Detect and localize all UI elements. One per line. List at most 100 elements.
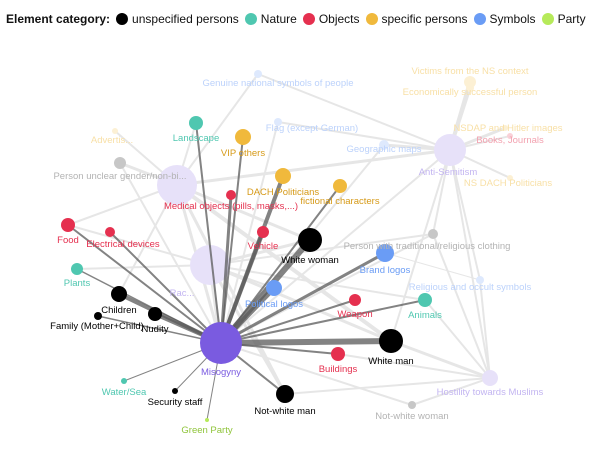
node-label-white-woman: White woman bbox=[281, 255, 339, 266]
edge-unlabeled-traditional bbox=[209, 233, 434, 266]
active-nodes bbox=[61, 116, 432, 422]
node-dach-politicians[interactable] bbox=[275, 168, 291, 184]
node-anti-semitism[interactable] bbox=[434, 134, 466, 166]
node-label-geographic-maps: Geographic maps bbox=[347, 144, 422, 155]
node-misogyny[interactable] bbox=[200, 322, 242, 364]
node-white-woman[interactable] bbox=[298, 228, 322, 252]
node-ns-dach[interactable] bbox=[507, 175, 513, 181]
node-water-sea[interactable] bbox=[121, 378, 127, 384]
node-books[interactable] bbox=[507, 133, 513, 139]
node-label-buildings: Buildings bbox=[319, 364, 358, 375]
node-nsdap[interactable] bbox=[502, 125, 508, 131]
legend-item-objects[interactable]: Objects bbox=[302, 12, 360, 26]
node-green-party[interactable] bbox=[205, 418, 209, 422]
legend-label: unspecified persons bbox=[132, 12, 239, 26]
legend-item-unspecified-persons[interactable]: unspecified persons bbox=[116, 12, 239, 26]
legend-item-party[interactable]: Party bbox=[541, 12, 586, 26]
edge-hostility-religious bbox=[479, 279, 491, 379]
node-vip-others[interactable] bbox=[235, 129, 251, 145]
edge-hostility-not-white-woman bbox=[411, 377, 491, 406]
legend-item-specific-persons[interactable]: specific persons bbox=[365, 12, 468, 26]
node-children[interactable] bbox=[111, 286, 127, 302]
node-geographic-maps[interactable] bbox=[379, 140, 389, 150]
node-label-electrical-devices: Electrical devices bbox=[86, 239, 160, 250]
node-label-green-party: Green Party bbox=[181, 425, 232, 436]
node-label-racism: Rac... bbox=[170, 288, 195, 299]
node-person-unclear[interactable] bbox=[114, 157, 126, 169]
edge-misogyny-landscape bbox=[195, 122, 222, 344]
edge-misogyny-not-white-woman bbox=[220, 342, 413, 406]
node-economically[interactable] bbox=[466, 84, 474, 92]
edge-religious-brand-logos bbox=[384, 252, 481, 281]
node-genuine-national[interactable] bbox=[254, 70, 262, 78]
node-not-white-man[interactable] bbox=[276, 385, 294, 403]
node-racism[interactable] bbox=[157, 165, 197, 205]
legend-swatch bbox=[302, 13, 315, 25]
legend-item-nature[interactable]: Nature bbox=[244, 12, 297, 26]
node-religious[interactable] bbox=[476, 276, 484, 284]
node-label-vip-others: VIP others bbox=[221, 148, 265, 159]
node-not-white-woman[interactable] bbox=[408, 401, 416, 409]
legend: Element category: unspecified persons Na… bbox=[6, 9, 592, 29]
edge-misogyny-brand-logos bbox=[219, 251, 387, 345]
edge-anti-semitism-white-man bbox=[390, 149, 451, 342]
node-traditional[interactable] bbox=[428, 229, 438, 239]
node-medical-objects[interactable] bbox=[226, 190, 236, 200]
node-label-not-white-woman: Not-white woman bbox=[375, 411, 448, 422]
node-political-logos[interactable] bbox=[266, 280, 282, 296]
node-flag[interactable] bbox=[274, 118, 282, 126]
node-label-anti-semitism: Anti-Semitism bbox=[419, 167, 478, 178]
node-family[interactable] bbox=[94, 312, 102, 320]
edge-hostility-traditional bbox=[432, 233, 491, 379]
node-buildings[interactable] bbox=[331, 347, 345, 361]
edge-racism-genuine-national bbox=[176, 73, 259, 186]
node-brand-logos[interactable] bbox=[376, 244, 394, 262]
edge-unlabeled-food bbox=[67, 224, 211, 266]
legend-swatch bbox=[244, 13, 257, 25]
node-landscape[interactable] bbox=[189, 116, 203, 130]
node-fictional-characters[interactable] bbox=[333, 179, 347, 193]
node-weapon[interactable] bbox=[349, 294, 361, 306]
legend-label: Symbols bbox=[489, 12, 536, 26]
node-white-man[interactable] bbox=[379, 329, 403, 353]
legend-title: Element category: bbox=[6, 12, 111, 26]
node-label-political-logos: Political logos bbox=[245, 299, 303, 310]
node-animals[interactable] bbox=[418, 293, 432, 307]
node-security-staff[interactable] bbox=[172, 388, 178, 394]
node-label-traditional: Person with traditional/religious clothi… bbox=[344, 241, 511, 252]
edge-anti-semitism-flag bbox=[277, 121, 451, 151]
edge-racism-children bbox=[118, 184, 178, 295]
edge-misogyny-plants bbox=[76, 268, 222, 344]
node-unlabeled[interactable] bbox=[190, 245, 230, 285]
node-victims[interactable] bbox=[464, 76, 476, 88]
edge-anti-semitism-religious bbox=[449, 149, 481, 281]
edge-misogyny-fictional-characters bbox=[220, 185, 341, 344]
node-food[interactable] bbox=[61, 218, 75, 232]
node-label-white-man: White man bbox=[368, 356, 413, 367]
node-label-food: Food bbox=[57, 235, 79, 246]
node-label-victims: Victims from the NS context bbox=[411, 66, 528, 77]
node-electrical-devices[interactable] bbox=[105, 227, 115, 237]
node-label-landscape: Landscape bbox=[173, 133, 219, 144]
node-vehicle[interactable] bbox=[257, 226, 269, 238]
node-label-not-white-man: Not-white man bbox=[254, 406, 315, 417]
legend-swatch bbox=[473, 13, 486, 25]
legend-swatch bbox=[365, 13, 378, 25]
node-label-person-unclear: Person unclear gender/non-bi... bbox=[53, 171, 186, 182]
node-label-plants: Plants bbox=[64, 278, 91, 289]
legend-item-symbols[interactable]: Symbols bbox=[473, 12, 536, 26]
edge-hostility-animals bbox=[424, 299, 491, 379]
node-advertis[interactable] bbox=[112, 128, 118, 134]
node-label-misogyny: Misogyny bbox=[201, 367, 241, 378]
edge-anti-semitism-genuine-national bbox=[257, 73, 451, 151]
node-nudity[interactable] bbox=[148, 307, 162, 321]
edge-racism-not-white-man bbox=[175, 183, 287, 396]
edge-person-unclear-misogyny bbox=[119, 162, 222, 344]
edge-misogyny-weapon bbox=[220, 299, 356, 344]
node-plants[interactable] bbox=[71, 263, 83, 275]
node-hostility[interactable] bbox=[482, 370, 498, 386]
node-label-children: Children bbox=[101, 305, 136, 316]
legend-swatch bbox=[541, 13, 554, 25]
